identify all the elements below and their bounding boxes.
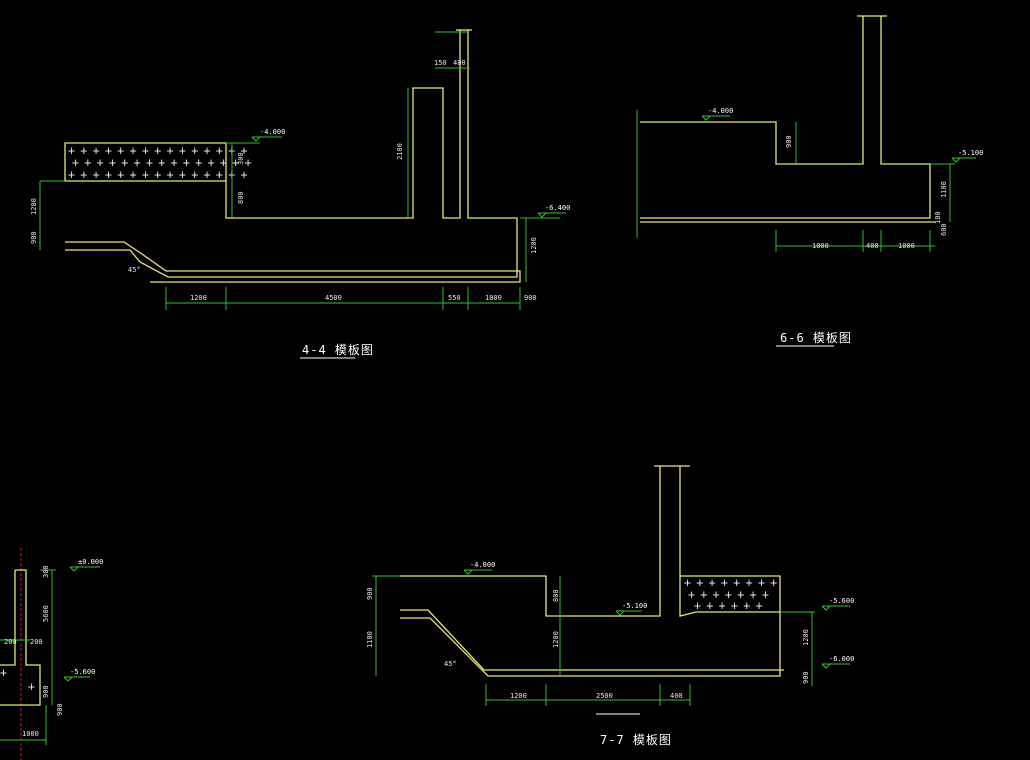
- level-marker-7-7-c: -5.600: [821, 597, 854, 611]
- dim-text-4-4-1000: 1000: [485, 294, 502, 302]
- section-6-6: 1000 400 1000 900 1100 100 600 -4.000 -5…: [636, 15, 983, 347]
- level-marker-6-6-b: -5.100: [951, 149, 983, 163]
- dim-text-4-4-4500: 4500: [325, 294, 342, 302]
- dim-text-4-4-1200: 1200: [190, 294, 207, 302]
- soil-hatch-4-4: ⵜ ⵜ ⵜ ⵜ ⵜ ⵜ ⵜ ⵜ ⵜ ⵜ ⵜ ⵜ ⵜ ⵜ ⵜ ⵜ ⵜ ⵜ ⵜ ⵜ …: [68, 147, 252, 181]
- section-7-7: ⵜ ⵜ ⵜ ⵜ ⵜ ⵜ ⵜ ⵜ ⵜ ⵜ ⵜ ⵜ ⵜ ⵜ ⵜ ⵜ ⵜ ⵜ ⵜ ⵜ …: [366, 465, 854, 747]
- level-text-partial-a: ±0.000: [78, 558, 103, 566]
- soil-hatch-7-7: ⵜ ⵜ ⵜ ⵜ ⵜ ⵜ ⵜ ⵜ ⵜ ⵜ ⵜ ⵜ ⵜ ⵜ ⵜ ⵜ ⵜ ⵜ ⵜ ⵜ …: [684, 579, 777, 612]
- level-text-partial-b: -5.600: [70, 668, 95, 676]
- level-text-7-7-a: -4.000: [470, 561, 495, 569]
- dim-text-4-4-550: 550: [448, 294, 461, 302]
- dim-text-6-6-600: 600: [940, 223, 948, 236]
- svg-text:ⵜ ⵜ ⵜ ⵜ ⵜ ⵜ ⵜ ⵜ: ⵜ ⵜ ⵜ ⵜ ⵜ ⵜ ⵜ ⵜ: [684, 579, 777, 589]
- outline-4-4: [64, 30, 461, 219]
- wall-right-7-7: [400, 466, 781, 677]
- dim-text-7-7-900: 900: [366, 587, 374, 600]
- dim-text-4-4-1200b: 1200: [30, 198, 38, 215]
- dim-text-4-4-400: 400: [453, 59, 466, 67]
- level-marker-6-6-a: -4.000: [701, 107, 733, 121]
- dim-text-6-6-1100: 1100: [940, 181, 948, 198]
- dim-text-partial-200a: 200: [4, 638, 17, 646]
- level-text-7-7-d: -6.000: [829, 655, 854, 663]
- outline-6-6: [640, 16, 864, 165]
- dim-text-7-7-800: 800: [552, 589, 560, 602]
- dim-text-4-4-900: 900: [524, 294, 537, 302]
- dim-text-4-4-150: 150: [434, 59, 447, 67]
- level-marker-partial-b: -5.600: [63, 668, 95, 682]
- outline-partial-b: [0, 570, 16, 666]
- level-text-7-7-c: -5.600: [829, 597, 854, 605]
- dim-text-7-7-1200: 1200: [510, 692, 527, 700]
- fill-outline-7-7: [680, 575, 781, 612]
- level-text-4-4-b: -6.400: [545, 204, 570, 212]
- level-marker-partial-a: ±0.000: [69, 558, 103, 572]
- dimensions-partial: [0, 569, 56, 745]
- section-title-7-7: 7-7 模板图: [600, 733, 672, 747]
- dim-text-6-6-1000: 1000: [812, 242, 829, 250]
- level-marker-4-4-b: -6.400: [537, 204, 570, 218]
- dimensions-6-6: [636, 110, 955, 252]
- dim-text-4-4-800: 800: [237, 191, 245, 204]
- section-partial: ⵜ ⵜ 300 5600 200 200 900 900 1000 ±0.000…: [0, 548, 103, 760]
- dim-text-7-7-1100: 1100: [366, 631, 374, 648]
- svg-text:ⵜ: ⵜ: [0, 669, 7, 679]
- svg-text:ⵜ ⵜ ⵜ ⵜ ⵜ ⵜ: ⵜ ⵜ ⵜ ⵜ ⵜ ⵜ: [694, 602, 763, 612]
- level-text-6-6-a: -4.000: [708, 107, 733, 115]
- dim-text-7-7-2500: 2500: [596, 692, 613, 700]
- bottom-edge-4-4: [65, 241, 521, 283]
- dim-text-4-4-2100: 2100: [396, 143, 404, 160]
- dim-text-6-6-100: 100: [934, 211, 942, 224]
- level-marker-4-4-a: -4.000: [251, 128, 285, 142]
- outline-7-7: [400, 466, 661, 617]
- dim-text-7-7-1200b: 1200: [552, 631, 560, 648]
- dimensions-4-4: [39, 31, 560, 310]
- outline-partial: [0, 569, 41, 706]
- dim-text-7-7-1200c: 1200: [802, 629, 810, 646]
- dim-text-partial-200b: 200: [30, 638, 43, 646]
- svg-text:ⵜ ⵜ ⵜ ⵜ ⵜ ⵜ ⵜ ⵜ ⵜ ⵜ ⵜ ⵜ ⵜ ⵜ ⵜ: ⵜ ⵜ ⵜ ⵜ ⵜ ⵜ ⵜ ⵜ ⵜ ⵜ ⵜ ⵜ ⵜ ⵜ ⵜ: [68, 171, 248, 181]
- section-title-6-6: 6-6 模板图: [780, 331, 852, 345]
- level-text-4-4-a: -4.000: [260, 128, 285, 136]
- bottom-7-7: [400, 609, 784, 671]
- level-marker-7-7-b: -5.100: [615, 602, 647, 616]
- angle-text-7-7: 45°: [444, 660, 457, 668]
- level-marker-7-7-d: -6.000: [821, 655, 854, 669]
- svg-text:ⵜ ⵜ ⵜ ⵜ ⵜ ⵜ ⵜ: ⵜ ⵜ ⵜ ⵜ ⵜ ⵜ ⵜ: [688, 591, 769, 601]
- dim-text-partial-1000: 1000: [22, 730, 39, 738]
- dim-text-7-7-900b: 900: [802, 671, 810, 684]
- level-marker-7-7-a: -4.000: [463, 561, 495, 575]
- dim-text-partial-5600: 5600: [42, 605, 50, 622]
- svg-text:ⵜ ⵜ ⵜ ⵜ ⵜ ⵜ ⵜ ⵜ ⵜ ⵜ ⵜ ⵜ ⵜ ⵜ ⵜ: ⵜ ⵜ ⵜ ⵜ ⵜ ⵜ ⵜ ⵜ ⵜ ⵜ ⵜ ⵜ ⵜ ⵜ ⵜ: [72, 159, 252, 169]
- section-4-4: ⵜ ⵜ ⵜ ⵜ ⵜ ⵜ ⵜ ⵜ ⵜ ⵜ ⵜ ⵜ ⵜ ⵜ ⵜ ⵜ ⵜ ⵜ ⵜ ⵜ …: [30, 29, 570, 359]
- dim-text-6-6-900: 900: [785, 135, 793, 148]
- dim-text-partial-900b: 900: [56, 703, 64, 716]
- svg-text:ⵜ ⵜ ⵜ ⵜ ⵜ ⵜ ⵜ ⵜ ⵜ ⵜ ⵜ ⵜ ⵜ ⵜ ⵜ: ⵜ ⵜ ⵜ ⵜ ⵜ ⵜ ⵜ ⵜ ⵜ ⵜ ⵜ ⵜ ⵜ ⵜ ⵜ: [68, 147, 248, 157]
- dimensions-7-7: [372, 575, 815, 706]
- angle-text-4-4: 45°: [128, 266, 141, 274]
- level-text-6-6-b: -5.100: [958, 149, 983, 157]
- dim-text-4-4-900b: 900: [30, 231, 38, 244]
- dim-text-4-4-1200c: 1200: [530, 237, 538, 254]
- wall-right-4-4: [65, 30, 518, 278]
- dim-text-4-4-300: 300: [237, 152, 245, 165]
- svg-text:ⵜ: ⵜ: [28, 683, 35, 693]
- section-title-4-4: 4-4 模板图: [302, 343, 374, 357]
- dim-text-6-6-1000b: 1000: [898, 242, 915, 250]
- dim-text-partial-900a: 900: [42, 685, 50, 698]
- wall-right-6-6: [640, 16, 931, 219]
- dim-text-partial-300: 300: [42, 565, 50, 578]
- dim-text-6-6-400: 400: [866, 242, 879, 250]
- dim-text-7-7-400: 400: [670, 692, 683, 700]
- level-text-7-7-b: -5.100: [622, 602, 647, 610]
